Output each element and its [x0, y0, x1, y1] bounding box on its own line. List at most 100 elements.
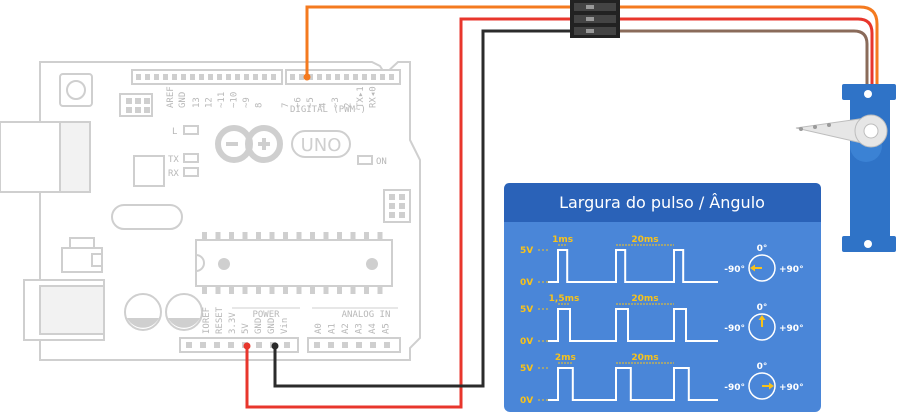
angle-dial	[748, 313, 776, 341]
servo-motor	[795, 84, 896, 252]
high-level-label: 5V	[520, 364, 533, 374]
digital-pin-dot	[380, 74, 385, 80]
chip-pin	[229, 232, 234, 240]
minus-90-label: -90°	[724, 383, 745, 393]
chip-pin	[269, 232, 275, 240]
zero-degree-label: 0°	[757, 362, 768, 372]
aref-label: AREF	[166, 86, 176, 108]
digital-label: DIGITAL (PWM~)	[290, 105, 366, 115]
chip-pin	[215, 232, 221, 240]
power-pin-label: GND	[267, 318, 277, 334]
analog-pin-label: A5	[382, 323, 392, 334]
zero-degree-label: 0°	[757, 303, 768, 313]
led-rx	[183, 167, 199, 177]
digital-pin-dot	[190, 74, 195, 80]
analog-header	[307, 337, 401, 353]
capacitor-right	[165, 293, 203, 331]
analog-pin-dot	[314, 342, 320, 348]
pulse-width-label: 2ms	[555, 353, 576, 363]
period-label: 20ms	[631, 294, 658, 304]
low-level-label: 0V	[520, 396, 533, 406]
bottom-pin-dots	[186, 342, 390, 348]
digital-pin-label: 2	[344, 103, 354, 108]
digital-pin-dot	[163, 74, 168, 80]
panel-title: Largura do pulso / Ângulo	[559, 193, 765, 212]
digital-pin-dot	[217, 74, 222, 80]
period-label: 20ms	[631, 353, 658, 363]
analog-pin-label: A0	[314, 323, 324, 334]
digital-pin-label: ~6	[294, 97, 304, 108]
digital-pin-label: 4	[319, 103, 329, 108]
angle-dial	[748, 254, 776, 282]
power-pin-label: Vin	[280, 318, 290, 334]
power-pin-label: GND	[254, 318, 264, 334]
digital-pin-dot	[136, 74, 141, 80]
microcontroller-chip	[195, 239, 393, 287]
chip-pin	[256, 286, 261, 294]
analog-pin-dot	[328, 342, 334, 348]
digital-pin-dot	[271, 74, 276, 80]
power-pin-dot	[228, 342, 234, 348]
plus-90-label: +90°	[779, 324, 804, 334]
digital-pin-label: TX▸1	[356, 86, 366, 108]
pulse-waveform	[548, 367, 718, 401]
angle-arrow-head	[750, 264, 755, 272]
digital-pin-dot	[371, 74, 376, 80]
digital-pin-dot	[199, 74, 204, 80]
chip-pins	[202, 232, 383, 294]
analog-pin-label: A2	[341, 323, 351, 334]
digital-pin-dot	[389, 74, 394, 80]
digital-pin-dot	[244, 74, 249, 80]
analog-pin-dot	[370, 342, 376, 348]
power-pin-label: RESET	[215, 306, 225, 334]
chip-pin	[229, 286, 234, 294]
crystal	[111, 204, 183, 230]
digital-pin-dot	[335, 74, 340, 80]
high-level-label: 5V	[520, 246, 533, 256]
zero-degree-label: 0°	[757, 244, 768, 254]
analog-pin-label: A3	[355, 323, 365, 334]
period-label: 20ms	[631, 235, 658, 245]
chip-pin	[377, 286, 383, 294]
digital-pin-dot	[208, 74, 213, 80]
chip-pin	[337, 286, 342, 294]
arduino-logo-icon	[215, 125, 283, 163]
chip-pin	[242, 286, 248, 294]
analog-pin-label: A1	[328, 323, 338, 334]
pulse-width-label: 1,5ms	[549, 294, 580, 304]
led-on	[357, 155, 373, 165]
wire-power	[245, 17, 578, 409]
digital-header-left	[131, 69, 283, 85]
digital-pin-dot	[353, 74, 358, 80]
digital-pin-dot	[154, 74, 159, 80]
digital-pin-dot	[299, 74, 304, 80]
digital-pin-dot	[172, 74, 177, 80]
pulse-waveform	[548, 308, 718, 342]
power-pin-dot	[186, 342, 192, 348]
panel-background	[504, 183, 821, 412]
digital-pin-dots	[136, 74, 394, 80]
chip-pin	[283, 286, 288, 294]
chip-pin	[350, 286, 356, 294]
analog-pin-dot	[384, 342, 390, 348]
digital-pin-label: ~9	[242, 97, 252, 108]
digital-pin-label: ~11	[217, 92, 227, 108]
chip-pin	[269, 286, 275, 294]
digital-pin-label: ~10	[230, 92, 240, 108]
digital-pin-dot	[262, 74, 267, 80]
usb-chip	[133, 155, 165, 187]
gnd-label: GND	[178, 92, 188, 108]
digital-pin-dot	[362, 74, 367, 80]
wire-ground	[273, 29, 578, 388]
digital-pin-dot	[344, 74, 349, 80]
digital-pin-dot	[226, 74, 231, 80]
digital-pin-dot	[326, 74, 331, 80]
servo-cable-power	[618, 17, 874, 92]
capacitor-left	[124, 293, 162, 331]
chip-pin	[202, 286, 207, 294]
servo-connector	[570, 0, 620, 38]
chip-pin	[364, 286, 369, 294]
